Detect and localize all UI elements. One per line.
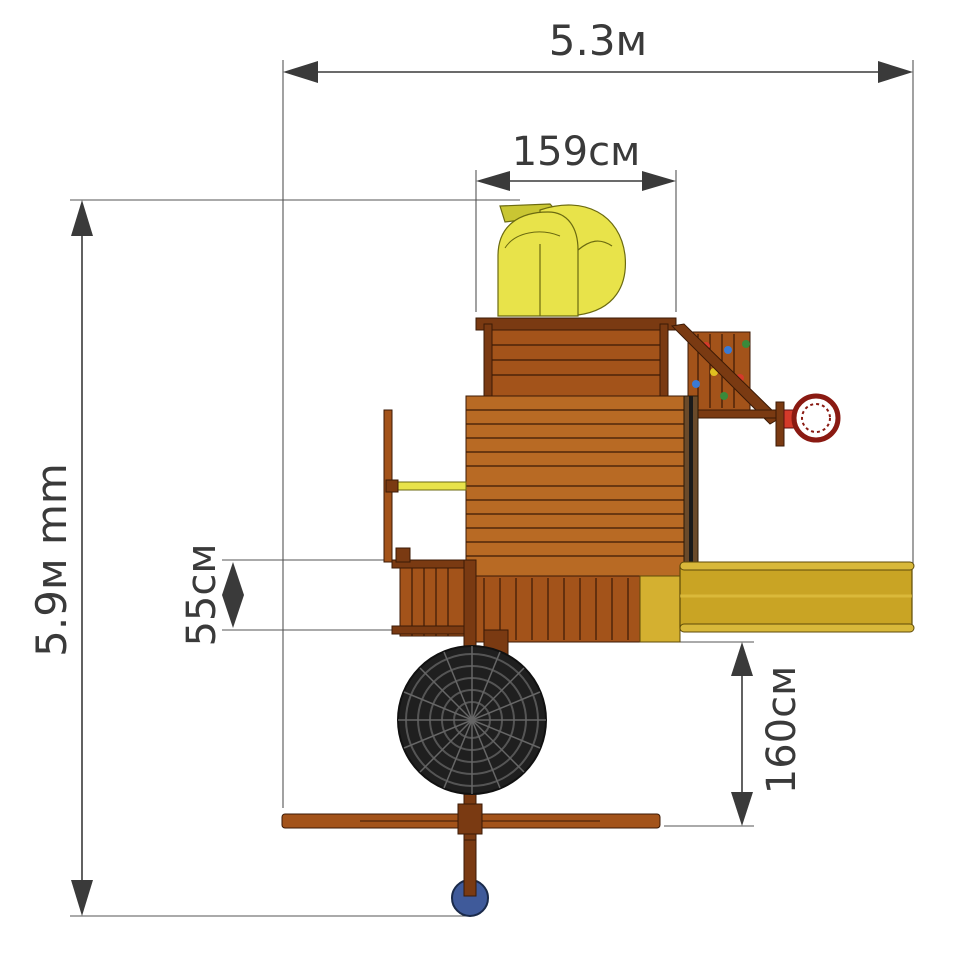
arrow-right-icon (878, 61, 913, 83)
left-handrail (383, 409, 467, 563)
main-deck (465, 395, 699, 584)
arrow-up-icon (222, 562, 244, 595)
slide-width-label: 159см (512, 129, 641, 175)
tube-slide (497, 203, 627, 317)
arrow-down-icon (71, 880, 93, 916)
dimension-slide-width: 159см (475, 129, 677, 312)
dimension-total-width: 5.3м (282, 16, 914, 808)
dimension-total-height: 5.9м mm (27, 199, 520, 917)
swing-crossbar (281, 803, 661, 835)
straight-slide (679, 561, 915, 633)
beam-end-wheel (451, 839, 489, 917)
total-width-label: 5.3м (549, 16, 647, 65)
arrow-up-icon (71, 200, 93, 236)
dimension-swing-clearance: 160см (664, 641, 805, 827)
nest-swing (397, 645, 547, 795)
swing-clearance-label: 160см (759, 666, 805, 795)
arrow-left-icon (283, 61, 318, 83)
lower-base (391, 547, 681, 643)
dimension-deck-height: 55см (179, 543, 470, 647)
deck-height-label: 55см (179, 543, 225, 646)
arrow-left-icon (476, 171, 510, 191)
arrow-up-icon (731, 642, 753, 676)
arrow-right-icon (642, 171, 676, 191)
total-height-label: 5.9м mm (27, 463, 76, 657)
telescope-ring (783, 393, 841, 443)
climbing-wall (670, 323, 785, 447)
upper-deck (475, 317, 677, 397)
arrow-down-icon (222, 595, 244, 628)
arrow-down-icon (731, 792, 753, 826)
